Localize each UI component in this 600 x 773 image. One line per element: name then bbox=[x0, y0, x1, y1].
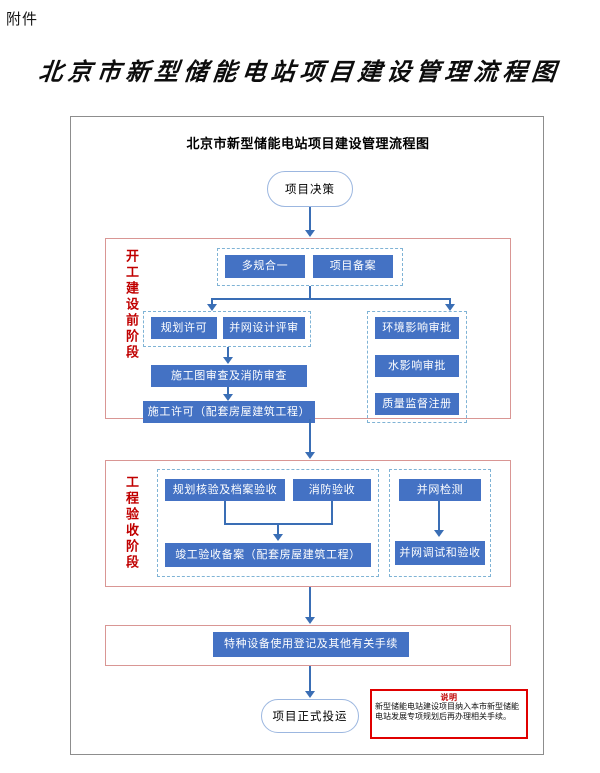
node-project-decision[interactable]: 项目决策 bbox=[267, 171, 353, 207]
note-title: 说明 bbox=[440, 693, 458, 702]
connector-merge-left-stem bbox=[224, 501, 226, 523]
stage1-label: 开工建设前阶段 bbox=[124, 249, 139, 361]
connector-to-left-group bbox=[211, 298, 213, 306]
arrowhead-stage1-to-stage2 bbox=[305, 452, 315, 459]
stage2-label: 工程验收阶段 bbox=[124, 475, 139, 571]
box-quality-supervision-registration[interactable]: 质量监督注册 bbox=[375, 393, 459, 415]
box-planning-verification-archive[interactable]: 规划核验及档案验收 bbox=[165, 479, 285, 501]
connector-topgroup-stem bbox=[309, 286, 311, 298]
box-grid-commissioning-acceptance[interactable]: 并网调试和验收 bbox=[395, 541, 485, 565]
flowchart-title: 北京市新型储能电站项目建设管理流程图 bbox=[186, 136, 430, 151]
arrowhead-merge-to-filing bbox=[273, 534, 283, 541]
flowchart-frame: 北京市新型储能电站项目建设管理流程图 项目决策 开工建设前阶段 多规合一 项目备… bbox=[70, 116, 544, 755]
arrowhead-step2-to-step3 bbox=[223, 394, 233, 401]
box-construction-permit[interactable]: 施工许可（配套房屋建筑工程） bbox=[143, 401, 315, 423]
arrowhead-to-right-group bbox=[445, 304, 455, 311]
connector-start-to-stage1 bbox=[309, 207, 311, 234]
connector-stage2-to-stage3 bbox=[309, 587, 311, 621]
stage2-container bbox=[105, 460, 511, 587]
box-grid-testing[interactable]: 并网检测 bbox=[399, 479, 481, 501]
box-water-impact-approval[interactable]: 水影响审批 bbox=[375, 355, 459, 377]
connector-grid-testing-to-commissioning bbox=[438, 501, 440, 533]
box-completion-acceptance-filing[interactable]: 竣工验收备案（配套房屋建筑工程） bbox=[165, 543, 371, 567]
arrowhead-stage3-to-end bbox=[305, 691, 315, 698]
stage1-right-group bbox=[367, 311, 467, 423]
stage3-container bbox=[105, 625, 511, 666]
connector-leftgroup-to-step2 bbox=[227, 347, 229, 359]
connector-merge-down bbox=[277, 523, 279, 537]
connector-stage3-to-end bbox=[309, 666, 311, 695]
node-project-operation[interactable]: 项目正式投运 bbox=[261, 699, 359, 733]
box-fire-acceptance[interactable]: 消防验收 bbox=[293, 479, 371, 501]
box-planning-permit[interactable]: 规划许可 bbox=[151, 317, 217, 339]
arrowhead-start-to-stage1 bbox=[305, 230, 315, 237]
stage2-left-group bbox=[157, 469, 379, 577]
connector-merge-right-stem bbox=[331, 501, 333, 523]
box-construction-drawing-fire-review[interactable]: 施工图审查及消防审查 bbox=[151, 365, 307, 387]
stage2-right-group bbox=[389, 469, 491, 577]
box-special-equipment-registration[interactable]: 特种设备使用登记及其他有关手续 bbox=[213, 632, 409, 657]
box-project-filing[interactable]: 项目备案 bbox=[313, 255, 393, 278]
arrowhead-stage2-to-stage3 bbox=[305, 617, 315, 624]
connector-step2-to-step3 bbox=[227, 387, 229, 397]
box-duoguiheyi[interactable]: 多规合一 bbox=[225, 255, 305, 278]
attachment-label: 附件 bbox=[6, 11, 39, 28]
page-title: 北京市新型储能电站项目建设管理流程图 bbox=[37, 60, 562, 86]
box-environmental-approval[interactable]: 环境影响审批 bbox=[375, 317, 459, 339]
stage1-top-group bbox=[217, 248, 403, 286]
arrowhead-grid-testing-to-commissioning bbox=[434, 530, 444, 537]
arrowhead-to-left-group bbox=[207, 304, 217, 311]
arrowhead-leftgroup-to-step2 bbox=[223, 357, 233, 364]
note-body: 新型储能电站建设项目纳入本市新型储能电站发展专项规划后再办理相关手续。 bbox=[375, 702, 519, 722]
box-grid-design-review[interactable]: 并网设计评审 bbox=[223, 317, 305, 339]
stage1-left-group bbox=[143, 311, 311, 347]
connector-topgroup-bus bbox=[211, 298, 451, 300]
connector-stage1-to-stage2 bbox=[309, 419, 311, 456]
note-box: 说明 新型储能电站建设项目纳入本市新型储能电站发展专项规划后再办理相关手续。 bbox=[370, 689, 528, 739]
connector-to-right-group bbox=[449, 298, 451, 306]
